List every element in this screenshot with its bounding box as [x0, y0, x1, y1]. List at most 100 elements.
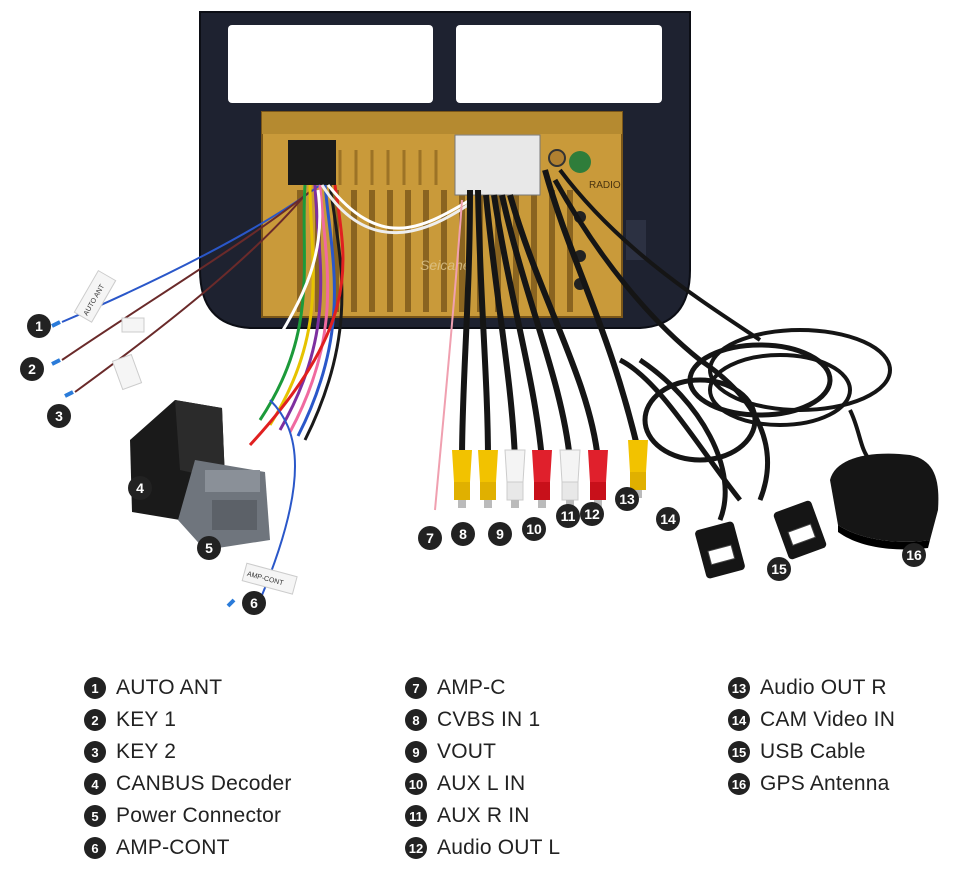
marker-11: 11 [556, 504, 580, 528]
legend-item: 11 AUX R IN [405, 800, 560, 832]
legend-item: 10 AUX L IN [405, 768, 560, 800]
legend-label: AUX L IN [437, 772, 526, 795]
marker-5-text: 5 [205, 540, 213, 556]
legend-label: AMP-C [437, 676, 506, 699]
key-tag [111, 353, 143, 391]
legend-label: CVBS IN 1 [437, 708, 541, 731]
legend-number: 16 [728, 773, 750, 795]
legend-number: 4 [84, 773, 106, 795]
legend-column-3: 13 Audio OUT R 14 CAM Video IN 15 USB Cable… [728, 672, 895, 800]
legend-number: 1 [84, 677, 106, 699]
legend-number: 7 [405, 677, 427, 699]
rca-plug-aux-l [504, 449, 526, 508]
marker-2-text: 2 [28, 361, 36, 377]
watermark: Seicane [420, 257, 471, 273]
marker-12-text: 12 [584, 506, 600, 522]
legend-number: 15 [728, 741, 750, 763]
rca-plug-cam-in [628, 440, 648, 498]
legend-label: Audio OUT L [437, 836, 561, 859]
marker-1-text: 1 [35, 318, 43, 334]
marker-16: 16 [902, 543, 926, 567]
gps-antenna [830, 453, 939, 550]
amp-cont-tag: AMP-CONT [241, 562, 298, 595]
legend-item: 2 KEY 1 [84, 704, 292, 736]
legend-number: 2 [84, 709, 106, 731]
legend-number: 14 [728, 709, 750, 731]
rca-plug-cvbs [452, 450, 472, 508]
marker-12: 12 [580, 502, 604, 526]
marker-15: 15 [767, 557, 791, 581]
marker-14-text: 14 [660, 511, 676, 527]
usb-cable [552, 178, 833, 521]
marker-3: 3 [47, 404, 71, 428]
marker-4: 4 [128, 476, 152, 500]
radio-port-label: RADIO [589, 180, 621, 191]
marker-16-text: 16 [906, 547, 922, 563]
rca-plug-audio-out-r [588, 450, 608, 508]
marker-13-text: 13 [619, 491, 635, 507]
legend-label: KEY 1 [116, 708, 177, 731]
rca-cables [434, 169, 641, 511]
legend-column-2: 7 AMP-C 8 CVBS IN 1 9 VOUT 10 AUX L IN 11 AUX… [405, 672, 560, 864]
legend-item: 1 AUTO ANT [84, 672, 292, 704]
marker-7-text: 7 [426, 530, 434, 546]
legend-item: 14 CAM Video IN [728, 704, 895, 736]
marker-4-text: 4 [136, 480, 144, 496]
rca-plug-aux-r [532, 450, 552, 508]
legend-number: 9 [405, 741, 427, 763]
legend-label: GPS Antenna [760, 772, 890, 795]
marker-6-text: 6 [250, 595, 258, 611]
wire-tag [121, 317, 145, 333]
legend-item: 5 Power Connector [84, 800, 292, 832]
marker-13: 13 [615, 487, 639, 511]
marker-1: 1 [27, 314, 51, 338]
marker-10-text: 10 [526, 521, 542, 537]
marker-9-text: 9 [496, 526, 504, 542]
legend-label: AMP-CONT [116, 836, 230, 859]
legend-item: 9 VOUT [405, 736, 560, 768]
legend-label: VOUT [437, 740, 497, 763]
marker-8-text: 8 [459, 526, 467, 542]
legend-label: AUX R IN [437, 804, 530, 827]
legend-label: AUTO ANT [116, 676, 223, 699]
marker-11-text: 11 [561, 508, 576, 524]
rca-plug-vout [478, 450, 498, 508]
legend-number: 6 [84, 837, 106, 859]
marker-15-text: 15 [771, 561, 787, 577]
power-connector [178, 460, 270, 550]
marker-7: 7 [418, 526, 442, 550]
legend-label: Audio OUT R [760, 676, 887, 699]
legend-item: 8 CVBS IN 1 [405, 704, 560, 736]
marker-5: 5 [197, 536, 221, 560]
legend-number: 13 [728, 677, 750, 699]
legend-label: Power Connector [116, 804, 282, 827]
legend-number: 8 [405, 709, 427, 731]
marker-8: 8 [451, 522, 475, 546]
rca-plug-audio-out-l [559, 449, 581, 508]
legend-label: CAM Video IN [760, 708, 896, 731]
legend-item: 3 KEY 2 [84, 736, 292, 768]
usb-plug-1 [695, 521, 745, 579]
legend-item: 13 Audio OUT R [728, 672, 895, 704]
legend-number: 11 [405, 805, 427, 827]
legend-number: 12 [405, 837, 427, 859]
auto-ant-tag: AUTO ANT [73, 269, 117, 323]
legend-label: CANBUS Decoder [116, 772, 292, 795]
wire-harness [228, 184, 471, 601]
marker-9: 9 [488, 522, 512, 546]
legend-item: 16 GPS Antenna [728, 768, 895, 800]
legend-item: 6 AMP-CONT [84, 832, 292, 864]
legend-item: 12 Audio OUT L [405, 832, 560, 864]
marker-2: 2 [20, 357, 44, 381]
legend-label: USB Cable [760, 740, 866, 763]
legend-number: 10 [405, 773, 427, 795]
legend-label: KEY 2 [116, 740, 177, 763]
legend-item: 7 AMP-C [405, 672, 560, 704]
marker-10: 10 [522, 517, 546, 541]
marker-14: 14 [656, 507, 680, 531]
marker-3-text: 3 [55, 408, 63, 424]
legend-number: 3 [84, 741, 106, 763]
legend-number: 5 [84, 805, 106, 827]
